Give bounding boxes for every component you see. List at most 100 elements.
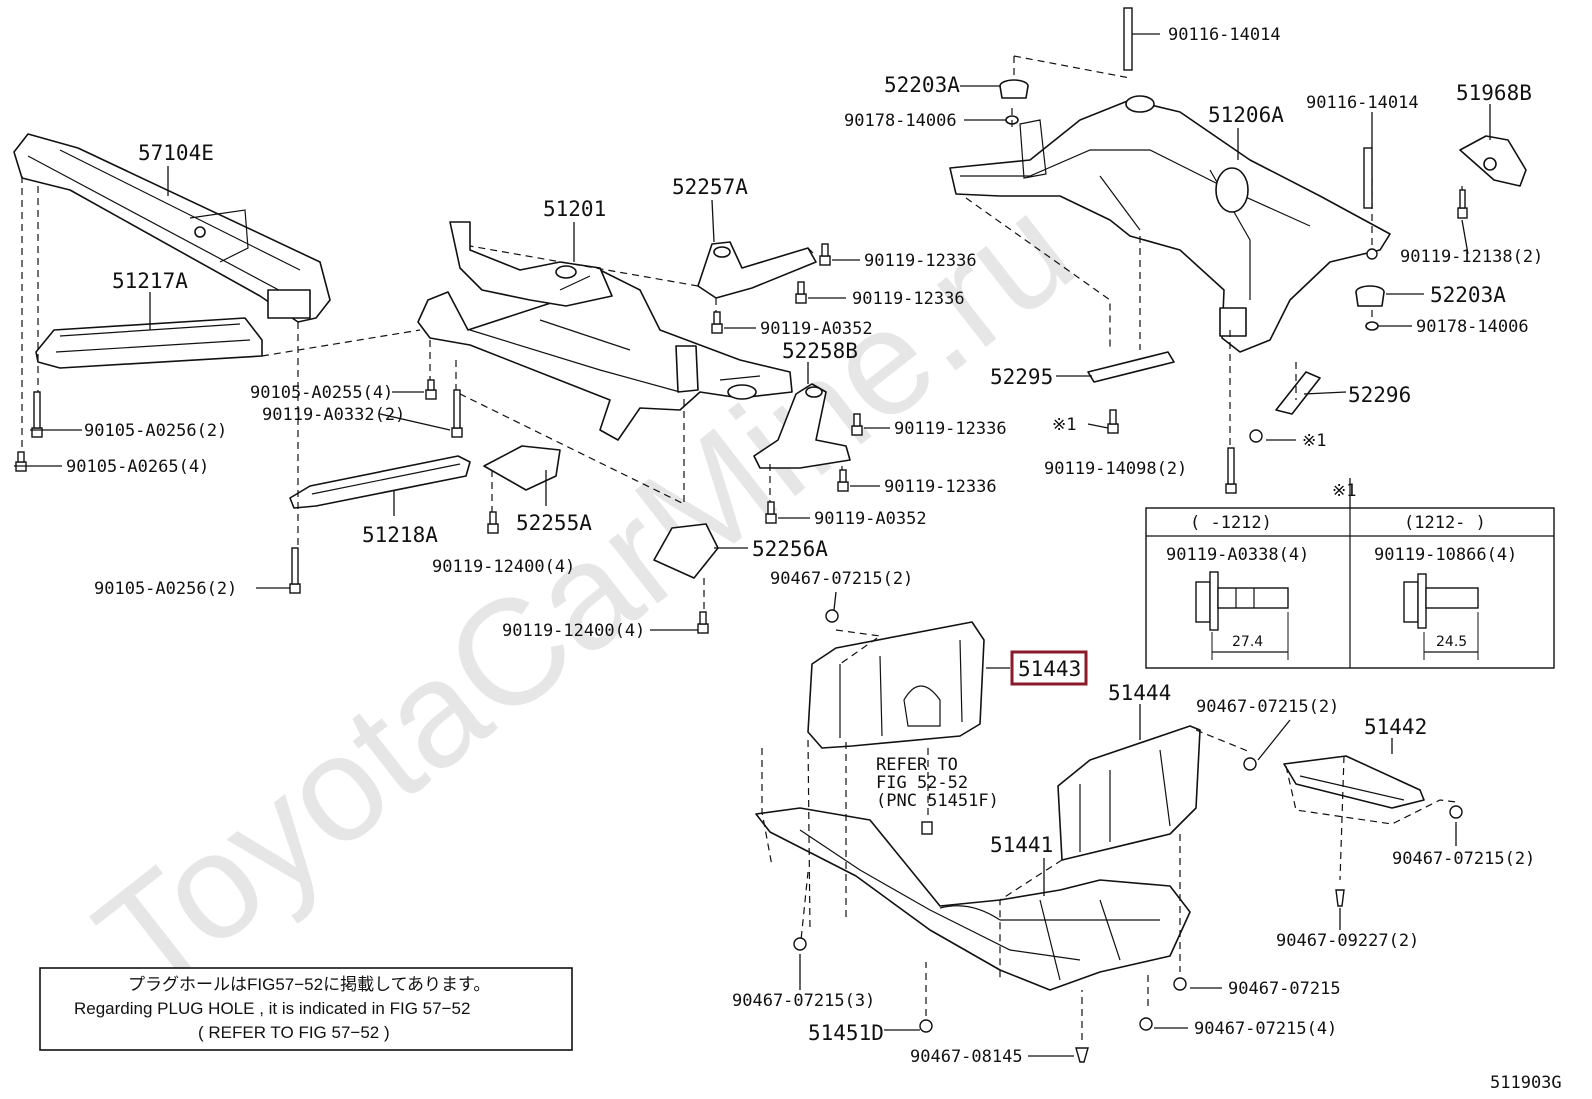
bolt-icon-a0255 [425,379,437,400]
plate-52256a [653,523,719,579]
bolt-icon-a0256-b [289,547,301,594]
bolt-icon-12336-b [795,281,807,304]
crossmember-57104e [13,133,331,323]
bolt-icon-12336-c [851,413,863,436]
refer-line-3[interactable]: (PNC 51451F) [876,791,999,811]
undercover-51441 [755,807,1191,991]
cover-51444 [1057,725,1201,861]
label-57104e[interactable]: 57104E [138,141,214,165]
label-52296[interactable]: 52296 [1348,383,1411,407]
label-90119-a0332[interactable]: 90119-A0332(2) [262,405,405,425]
label-90119-a0352-b[interactable]: 90119-A0352 [814,509,927,529]
bolt-icon-12400-a [487,511,499,534]
figure-id: 511903G [1490,1073,1562,1093]
plate-52255a [483,445,561,491]
bolt-icon-a0352-b [765,501,777,524]
label-52203a-right[interactable]: 52203A [1430,283,1506,307]
label-52203a-top[interactable]: 52203A [884,73,960,97]
label-90467-07215-f[interactable]: 90467-07215(3) [732,991,875,1011]
label-52258b[interactable]: 52258B [782,339,858,363]
note-line-1: プラグホールはFIG57−52に掲載してあります。 [128,975,490,994]
note-line-3[interactable]: ( REFER TO FIG 57−52 ) [198,1023,390,1042]
label-51451d[interactable]: 51451D [808,1021,884,1045]
brace-51217a [35,317,263,369]
label-51206a[interactable]: 51206A [1208,103,1284,127]
label-52255a[interactable]: 52255A [516,511,592,535]
label-90178-14006-right[interactable]: 90178-14006 [1416,317,1529,337]
inset-table: ※1 ( -1212) (1212- ) 90119-A0338(4) 9011… [1145,481,1555,669]
label-90116-14014-top[interactable]: 90116-14014 [1168,25,1281,45]
inset-bolt-icon-1 [1195,571,1289,660]
bolt-icon-a0352-a [711,311,723,334]
label-90467-07215-c[interactable]: 90467-07215(2) [1392,849,1535,869]
clip-icon-b [1243,757,1257,771]
bushing-52203a-right [1355,285,1385,331]
cover-51443 [807,621,985,749]
label-51217a[interactable]: 51217A [112,269,188,293]
cover-51442 [1283,755,1425,809]
clip-icon-d [1173,977,1187,991]
clip-icon-f [793,937,807,951]
bracket-51968b [1459,135,1527,187]
refer-line-1: REFER TO [876,755,958,775]
stud-icon-top [1123,7,1133,71]
label-52256a[interactable]: 52256A [752,537,828,561]
label-51443[interactable]: 51443 [1018,657,1081,681]
rear-subframe-51206a [949,95,1391,353]
label-51442[interactable]: 51442 [1364,715,1427,739]
bracket-52258b [753,383,851,469]
label-90116-14014-right[interactable]: 90116-14014 [1306,93,1419,113]
label-90467-07215-a[interactable]: 90467-07215(2) [770,569,913,589]
label-51968b[interactable]: 51968B [1456,81,1532,105]
label-90119-12400-a[interactable]: 90119-12400(4) [432,557,575,577]
label-51441[interactable]: 51441 [990,833,1053,857]
bolt-icon-12400-b [697,611,709,634]
label-90119-a0352-a[interactable]: 90119-A0352 [760,319,873,339]
label-90467-09227[interactable]: 90467-09227(2) [1276,931,1419,951]
inset-col2-range: (1212- ) [1404,513,1486,533]
plug-hole-note: プラグホールはFIG57−52に掲載してあります。 Regarding PLUG… [39,967,573,1051]
label-90119-12400-b[interactable]: 90119-12400(4) [502,621,645,641]
label-51444[interactable]: 51444 [1108,681,1171,705]
subframe-51201 [417,221,793,441]
refer-note: REFER TO FIG 52-52 (PNC 51451F) [876,755,999,811]
label-90119-12336-d[interactable]: 90119-12336 [884,477,997,497]
label-90467-07215-e[interactable]: 90467-07215(4) [1194,1019,1337,1039]
clip-icon-refer [921,821,933,835]
label-90105-a0255[interactable]: 90105-A0255(4) [250,383,393,403]
label-90105-a0265[interactable]: 90105-A0265(4) [66,457,209,477]
label-52295[interactable]: 52295 [990,365,1053,389]
bolt-icon-a0332 [451,389,463,438]
label-90119-12336-a[interactable]: 90119-12336 [864,251,977,271]
label-90119-12336-b[interactable]: 90119-12336 [852,289,965,309]
label-90178-14006-top[interactable]: 90178-14006 [844,111,957,131]
inset-bolt-icon-2 [1403,573,1479,660]
label-90467-07215-b[interactable]: 90467-07215(2) [1196,697,1339,717]
bolt-icon-a0256-a [31,391,43,438]
label-90119-14098[interactable]: 90119-14098(2) [1044,459,1187,479]
leader-lines [14,33,1491,1057]
label-mark-x1-b: ※1 [1302,431,1326,451]
label-51201[interactable]: 51201 [543,197,606,221]
inset-col1-part[interactable]: 90119-A0338(4) [1166,545,1309,565]
inset-col2-dim: 24.5 [1436,634,1467,650]
label-90119-12138[interactable]: 90119-12138(2) [1400,247,1543,267]
arm-52295 [1087,351,1175,383]
label-90119-12336-c[interactable]: 90119-12336 [894,419,1007,439]
label-90105-a0256-b[interactable]: 90105-A0256(2) [94,579,237,599]
clip-icon-e [1139,1017,1153,1031]
label-90467-08145[interactable]: 90467-08145 [910,1047,1023,1067]
bolt-icon-14098 [1225,447,1237,494]
inset-col1-dim: 27.4 [1232,634,1263,650]
brace-51218a [289,455,471,509]
note-line-2: Regarding PLUG HOLE , it is indicated in… [74,999,470,1018]
bushing-52203a-top [999,79,1029,125]
label-52257a[interactable]: 52257A [672,175,748,199]
inset-col2-part[interactable]: 90119-10866(4) [1374,545,1517,565]
bolt-icons [15,7,1468,1063]
label-51218a[interactable]: 51218A [362,523,438,547]
label-90105-a0256-a[interactable]: 90105-A0256(2) [84,421,227,441]
clip-icon-08145-a [919,1019,933,1033]
inset-mark: ※1 [1332,481,1356,501]
label-90467-07215-d[interactable]: 90467-07215 [1228,979,1341,999]
